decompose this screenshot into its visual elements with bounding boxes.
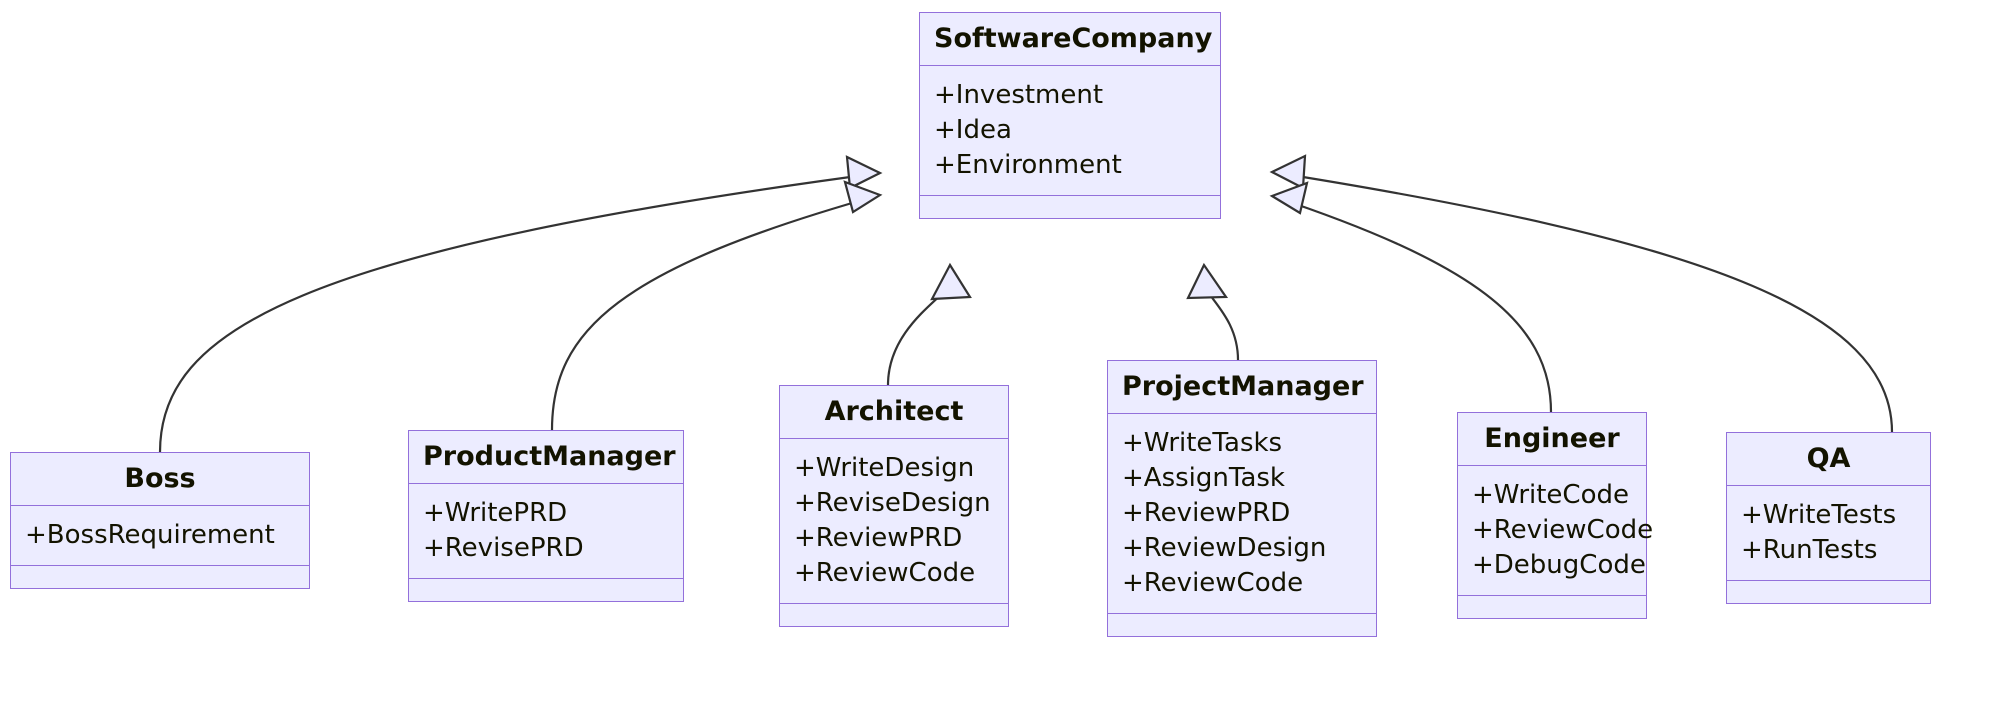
class-node-boss[interactable]: Boss +BossRequirement [10, 452, 310, 590]
class-attribute: +ReviewCode [1122, 568, 1304, 599]
class-attribute: +ReviseDesign [794, 488, 991, 519]
class-attributes-engineer: +WriteCode +ReviewCode +DebugCode [1458, 466, 1654, 597]
class-methods-qa [1727, 581, 1930, 603]
generalization-arrow-productmanager [843, 180, 883, 214]
class-attribute: +ReviewPRD [794, 523, 963, 554]
class-attribute: +RevisePRD [423, 533, 584, 564]
class-attribute: +ReviewDesign [1122, 533, 1327, 564]
class-title-softwarecompany: SoftwareCompany [920, 13, 1220, 66]
class-methods-boss [11, 566, 309, 588]
class-node-softwarecompany[interactable]: SoftwareCompany +Investment +Idea +Envir… [919, 12, 1221, 220]
class-attribute: +WriteCode [1472, 480, 1629, 510]
class-attribute: +ReviewCode [1472, 515, 1654, 546]
class-attribute: +WriteDesign [794, 453, 975, 483]
class-attributes-productmanager: +WritePRD +RevisePRD [409, 484, 683, 580]
edge-architect-to-softwarecompany [886, 284, 951, 386]
class-attribute: +RunTests [1741, 535, 1878, 566]
class-attributes-boss: +BossRequirement [11, 506, 309, 567]
class-attribute: +WriteTests [1741, 500, 1897, 530]
class-attributes-architect: +WriteDesign +ReviseDesign +ReviewPRD +R… [780, 439, 1008, 605]
generalization-arrow-engineer [1269, 181, 1309, 215]
class-title-architect: Architect [780, 386, 1008, 439]
class-attributes-softwarecompany: +Investment +Idea +Environment [920, 66, 1220, 197]
class-node-qa[interactable]: QA +WriteTests +RunTests [1726, 432, 1931, 605]
class-attribute: +Investment [934, 80, 1104, 110]
class-attribute: +BossRequirement [25, 520, 275, 550]
class-node-projectmanager[interactable]: ProjectManager +WriteTasks +AssignTask +… [1107, 360, 1377, 638]
class-attributes-projectmanager: +WriteTasks +AssignTask +ReviewPRD +Revi… [1108, 414, 1376, 615]
class-methods-productmanager [409, 579, 683, 601]
edge-projectmanager-to-softwarecompany [1202, 284, 1240, 361]
class-attribute: +WriteTasks [1122, 428, 1283, 458]
class-attribute: +ReviewCode [794, 558, 976, 589]
edge-boss-to-softwarecompany [158, 171, 881, 453]
class-node-engineer[interactable]: Engineer +WriteCode +ReviewCode +DebugCo… [1457, 412, 1654, 620]
class-methods-projectmanager [1108, 614, 1376, 636]
class-title-projectmanager: ProjectManager [1108, 361, 1376, 414]
class-methods-softwarecompany [920, 196, 1220, 218]
class-node-productmanager[interactable]: ProductManager +WritePRD +RevisePRD [408, 430, 684, 603]
class-title-qa: QA [1727, 433, 1930, 486]
class-attribute: +AssignTask [1122, 463, 1285, 494]
class-methods-architect [780, 604, 1008, 626]
class-node-architect[interactable]: Architect +WriteDesign +ReviseDesign +Re… [779, 385, 1009, 628]
class-attribute: +Idea [934, 115, 1012, 146]
class-title-productmanager: ProductManager [409, 431, 683, 484]
class-attribute: +ReviewPRD [1122, 498, 1291, 529]
generalization-arrow-architect [930, 262, 972, 301]
class-attribute: +WritePRD [423, 498, 568, 528]
generalization-arrow-projectmanager [1186, 262, 1229, 300]
generalization-arrow-boss [845, 155, 883, 190]
class-methods-engineer [1458, 596, 1646, 618]
class-title-engineer: Engineer [1458, 413, 1646, 466]
class-attribute: +DebugCode [1472, 550, 1646, 581]
class-attributes-qa: +WriteTests +RunTests [1727, 486, 1930, 582]
class-attribute: +Environment [934, 150, 1122, 181]
generalization-arrow-qa [1269, 154, 1307, 190]
class-title-boss: Boss [11, 453, 309, 506]
